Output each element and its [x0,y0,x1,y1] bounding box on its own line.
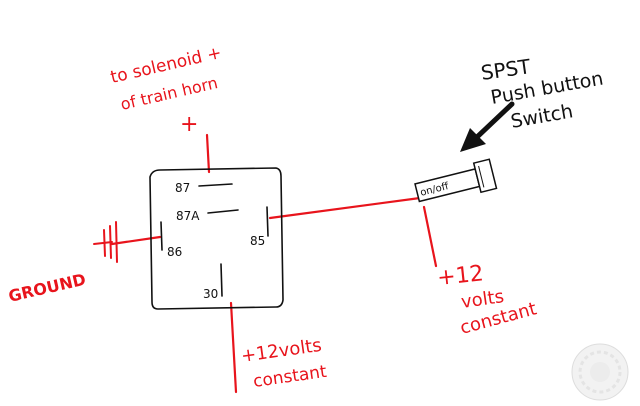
wire-switch-to-12v [422,205,438,268]
relay-body [149,167,284,310]
label-switch-line3: Switch [509,100,575,133]
wire-85-to-switch [268,196,422,220]
pin-label-85: 85 [250,234,265,248]
pin-label-87a: 87A [176,209,200,223]
pin-30-terminal [220,263,223,297]
wires [110,133,438,394]
pin-label-30: 30 [203,287,218,301]
wire-30-to-12v [229,301,238,394]
label-bottom-line2: constant [252,362,328,392]
arrow-down-left-icon [460,101,515,152]
pin-label-87: 87 [175,181,190,195]
wire-86-to-ground [110,235,162,246]
label-right-line1: +12 [436,261,485,291]
label-bottom-line1: +12volts [240,335,323,367]
pin-85-terminal [266,206,269,237]
label-top-plus: + [180,112,198,137]
ground-symbol-icon [93,221,118,263]
seal-watermark-icon [571,343,629,401]
label-ground: GROUND [7,270,88,306]
pin-label-86: 86 [167,245,182,259]
pin-87a-terminal [207,209,239,214]
spst-switch: on/off [414,158,498,203]
relay [149,167,284,310]
pin-87-terminal [198,183,233,187]
wire-87-to-horn [205,133,211,174]
pin-86-terminal [160,221,163,251]
